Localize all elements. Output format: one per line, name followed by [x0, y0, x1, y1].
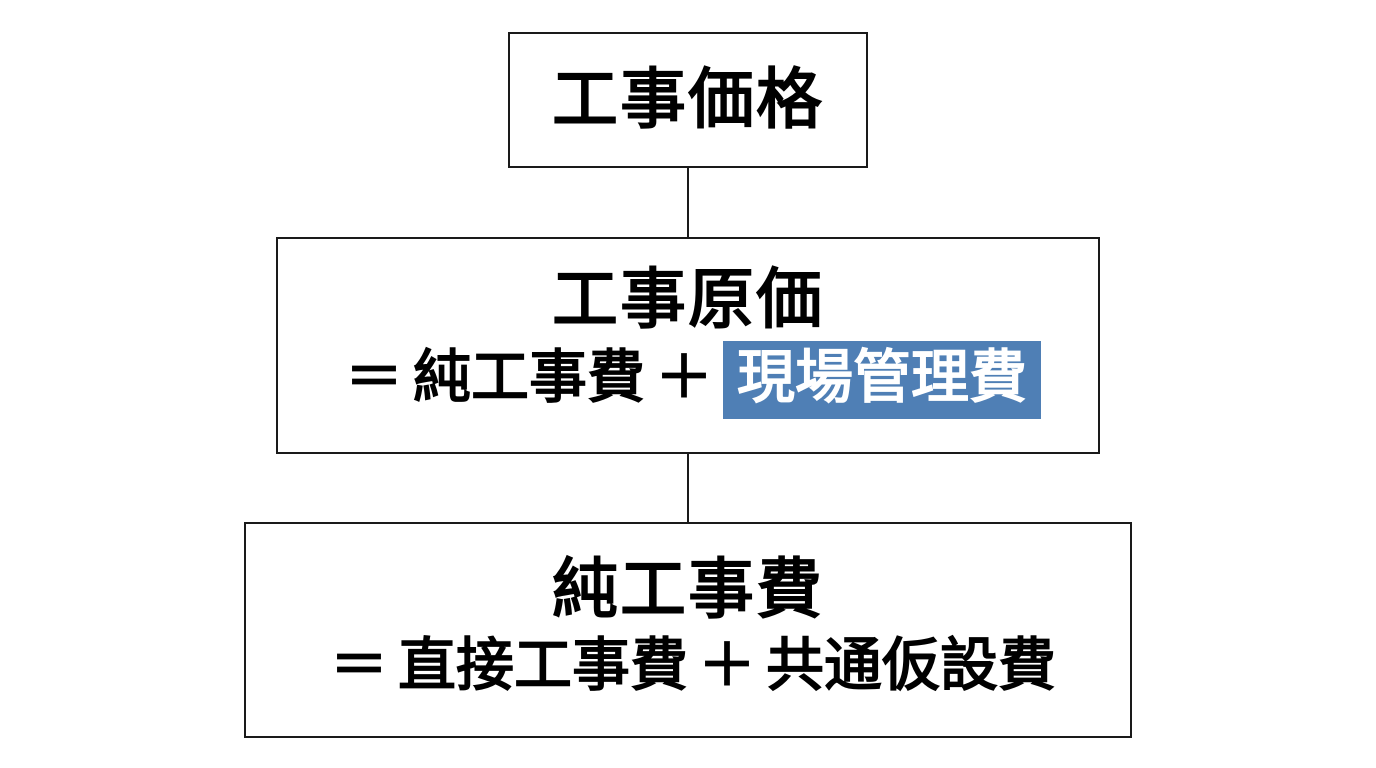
connector-middle-bottom [687, 454, 689, 522]
box-net-construction-cost: 純工事費 ＝直接工事費＋共通仮設費 [244, 522, 1132, 738]
plus-sign: ＋ [655, 343, 714, 411]
box-construction-price: 工事価格 [508, 32, 868, 168]
title-net-construction-cost: 純工事費 [552, 550, 824, 628]
plus-sign: ＋ [698, 630, 757, 699]
term-site-management-cost-highlighted: 現場管理費 [723, 341, 1042, 419]
formula-construction-cost: ＝純工事費＋現場管理費 [335, 341, 1042, 419]
equals-sign: ＝ [344, 343, 403, 411]
equals-sign: ＝ [329, 630, 388, 699]
term-common-temporary-cost: 共通仮設費 [766, 630, 1057, 699]
box-construction-cost: 工事原価 ＝純工事費＋現場管理費 [276, 237, 1100, 454]
term-direct-construction-cost: 直接工事費 [397, 630, 688, 699]
term-net-construction-cost: 純工事費 [412, 343, 645, 411]
formula-net-construction-cost: ＝直接工事費＋共通仮設費 [320, 631, 1056, 701]
title-construction-cost: 工事原価 [552, 261, 824, 339]
title-construction-price: 工事価格 [552, 60, 824, 138]
connector-top-middle [687, 168, 689, 237]
